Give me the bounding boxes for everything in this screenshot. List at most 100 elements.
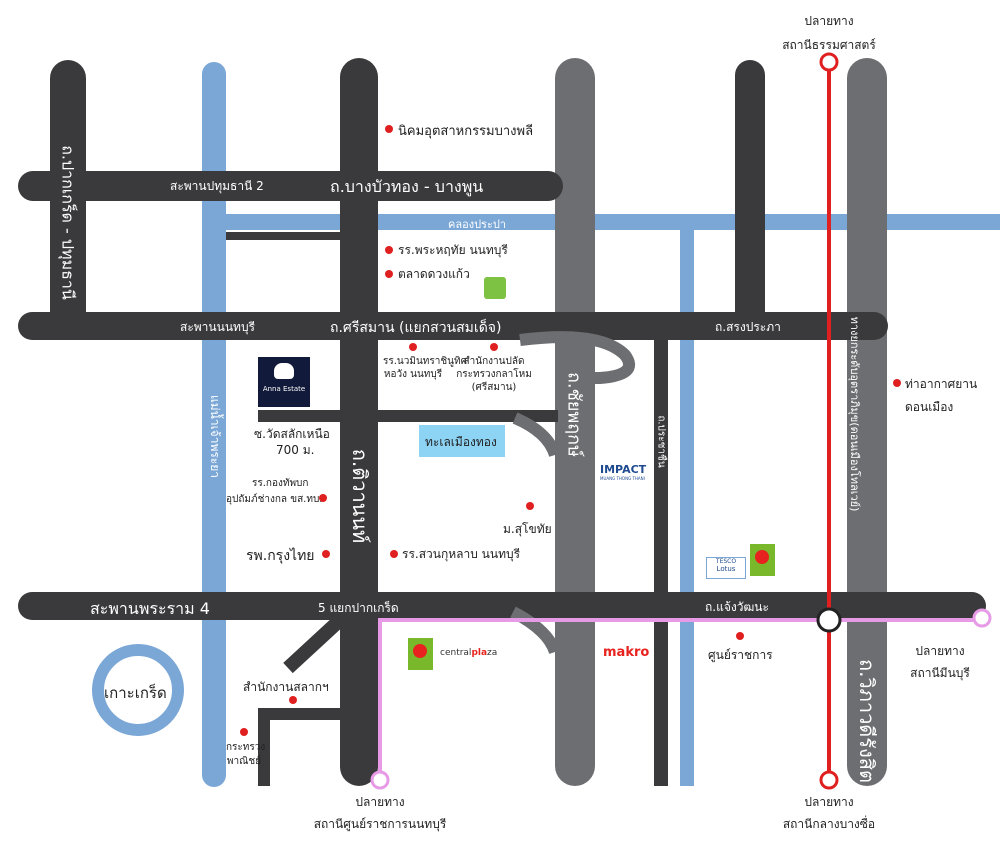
- central-text-3: za: [487, 648, 498, 658]
- place-soi-1: ซ.วัดสลักเหนือ: [254, 427, 330, 441]
- impact-text: IMPACT: [600, 463, 647, 476]
- station-pink-right-1: ปลายทาง: [915, 644, 965, 658]
- marker-defense: [490, 343, 498, 351]
- road-minor-muangthong: [258, 410, 558, 422]
- place-defense-1: สำนักงานปลัด: [463, 356, 525, 367]
- place-engineer-1: รร.กองทัพบก: [252, 478, 309, 489]
- place-airport-2: ดอนเมือง: [905, 400, 954, 414]
- label-vibhavadi: ถ.วิภาวดีรังสิต: [855, 658, 879, 784]
- label-tollway: ทางยกระดับอุตราภิมุข(ดอนเมืองโทลเวย์): [848, 316, 861, 512]
- place-government: ศูนย์ราชการ: [708, 648, 773, 662]
- makro-logo: makro: [603, 645, 650, 660]
- label-chaloem: ถ.ชัยพฤกษ์: [563, 372, 585, 457]
- station-red-top-1: ปลายทาง: [804, 14, 854, 28]
- label-sriseman-bridge: สะพานนนทบุรี: [180, 320, 255, 334]
- road-vibhavadi: [847, 58, 887, 786]
- label-bangbuathong: ถ.บางบัวทอง - บางพูน: [330, 177, 484, 196]
- marker-lottery: [289, 696, 297, 704]
- road-lottery-link: [258, 708, 340, 720]
- station-red-bottom-2: สถานีกลางบางซื่อ: [782, 817, 876, 831]
- anna-estate-logo: Anna Estate: [258, 357, 310, 407]
- place-engineer-2: อุปถัมภ์ช่างกล ขส.ทบ.: [226, 494, 323, 505]
- road-lak-si: [735, 60, 765, 330]
- place-suankularb: รร.สวนกุหลาบ นนทบุรี: [402, 547, 521, 561]
- bigc-icon: [755, 550, 769, 564]
- bigc-icon-2: [413, 644, 427, 658]
- pink-line: [378, 618, 982, 780]
- place-school-nawamin-1: รร.นวมินทราชินูทิศ: [383, 356, 467, 367]
- place-airport-1: ท่าอากาศยาน: [905, 377, 978, 391]
- central-text-2: pla: [471, 648, 488, 658]
- place-defense-3: (ศรีสมาน): [471, 382, 517, 393]
- station-bangsue: [819, 770, 839, 790]
- label-sriseman: ถ.ศรีสมาน (แยกสวนสมเด็จ): [330, 320, 502, 336]
- place-hospital: รพ.กรุงไทย: [246, 548, 315, 564]
- place-defense-2: กระทรวงกลาโหม: [456, 369, 532, 380]
- lake-muangthong: ทะเลเมืองทอง: [419, 425, 505, 457]
- road-minor-top: [226, 232, 340, 240]
- road-diagonal-lottery: [283, 614, 345, 674]
- station-minburi: [972, 608, 992, 628]
- central-plaza-logo: centralplaza: [440, 648, 497, 658]
- station-thammasat: [819, 52, 839, 72]
- marker-engineer: [319, 494, 327, 502]
- marker-market: [385, 270, 393, 278]
- place-sukhothai: ม.สุโขทัย: [503, 522, 552, 536]
- place-industrial: นิคมอุตสาหกรรมบางพลี: [398, 124, 534, 139]
- marker-airport: [893, 379, 901, 387]
- elephant-icon: [274, 363, 294, 379]
- label-prachachuen: ถ.ประชาชื่น: [655, 415, 667, 468]
- marker-hospital: [322, 550, 330, 558]
- lotus-text: Lotus: [716, 565, 736, 573]
- road-sriseman: [18, 312, 888, 340]
- station-red-top-2: สถานีธรรมศาสตร์: [782, 38, 876, 52]
- label-left-vertical: ถ.ปากเกร็ด - ปทุมธานี: [58, 145, 78, 300]
- bigc-logo-top: [750, 544, 775, 576]
- canal-prachachuen-side: [680, 214, 694, 786]
- impact-subtext: MUANG THONG THANI: [600, 476, 645, 481]
- lake-label: ทะเลเมืองทอง: [425, 435, 497, 449]
- label-chaengwattana: ถ.แจ้งวัฒนะ: [705, 600, 769, 614]
- brand-green-logo: [484, 277, 506, 299]
- label-tiwanon: ถ.ติวานนท์: [348, 448, 372, 544]
- interchange-station: [816, 607, 842, 633]
- tesco-text: TESCO: [715, 558, 737, 565]
- station-nonthaburi-civic: [370, 770, 390, 790]
- label-river: แม่น้ำเจ้าพระยา: [208, 394, 222, 479]
- marker-commerce: [240, 728, 248, 736]
- marker-sukhothai: [526, 502, 534, 510]
- label-songprapa: ถ.สรงประภา: [715, 320, 781, 334]
- station-pink-bottom-2: สถานีศูนย์ราชการนนทบุรี: [313, 817, 447, 831]
- place-school-nawamin-2: หอวัง นนทบุรี: [383, 369, 443, 380]
- marker-suankularb: [390, 550, 398, 558]
- station-red-bottom-1: ปลายทาง: [804, 795, 854, 809]
- impact-logo: IMPACT MUANG THONG THANI: [600, 463, 646, 481]
- ramp-bottom: [510, 606, 561, 655]
- anna-estate-text: Anna Estate: [262, 385, 306, 393]
- place-commerce-1: กระทรวง: [226, 742, 266, 753]
- central-text-1: central: [440, 648, 472, 658]
- place-market: ตลาดดวงแก้ว: [398, 267, 470, 281]
- label-rama4-bridge: สะพานพระราม 4: [90, 599, 210, 618]
- canal-prapa: [226, 214, 1000, 230]
- koh-kret-ring: [92, 644, 184, 736]
- place-soi-2: 700 ม.: [276, 443, 315, 457]
- place-koh-kret: เกาะเกร็ด: [104, 684, 167, 702]
- road-commerce-link: [258, 708, 270, 786]
- label-top-bridge: สะพานปทุมธานี 2: [170, 179, 264, 193]
- road-bangbuathong: [18, 171, 563, 201]
- place-commerce-2: พาณิชย์: [226, 756, 262, 767]
- place-lottery: สำนักงานสลากฯ: [243, 680, 329, 694]
- marker-school-nawamin: [409, 343, 417, 351]
- ramp-mid: [512, 412, 561, 458]
- place-school-phrahathai: รร.พระหฤทัย นนทบุรี: [398, 243, 508, 257]
- station-pink-bottom-1: ปลายทาง: [355, 795, 405, 809]
- marker-school-phrahathai: [385, 246, 393, 254]
- label-pakkret-junction: 5 แยกปากเกร็ด: [318, 601, 399, 615]
- ramp-top: [519, 331, 635, 384]
- station-pink-right-2: สถานีมีนบุรี: [910, 666, 970, 680]
- marker-government: [736, 632, 744, 640]
- road-prachachuen: [654, 335, 668, 786]
